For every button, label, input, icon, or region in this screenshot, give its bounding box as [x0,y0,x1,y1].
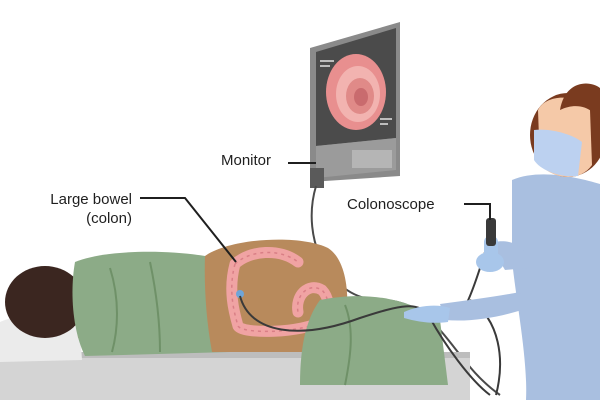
monitor [310,22,400,188]
scope-handle [486,218,496,246]
colonoscope-label: Colonoscope [347,196,435,213]
large-bowel-label-line1: Large bowel [50,191,132,208]
monitor-screen-image [326,54,386,130]
large-bowel-label-line2: (colon) [86,210,132,227]
monitor-label: Monitor [221,152,272,169]
colonoscope-cable [239,295,491,396]
gloved-hand-left [404,305,450,323]
large-bowel-label: Large bowel (colon) [26,190,132,228]
doctor [404,83,600,400]
surgical-mask [534,129,582,177]
colonoscope-leader-line [464,203,491,220]
bowel-leader-line [140,197,237,263]
